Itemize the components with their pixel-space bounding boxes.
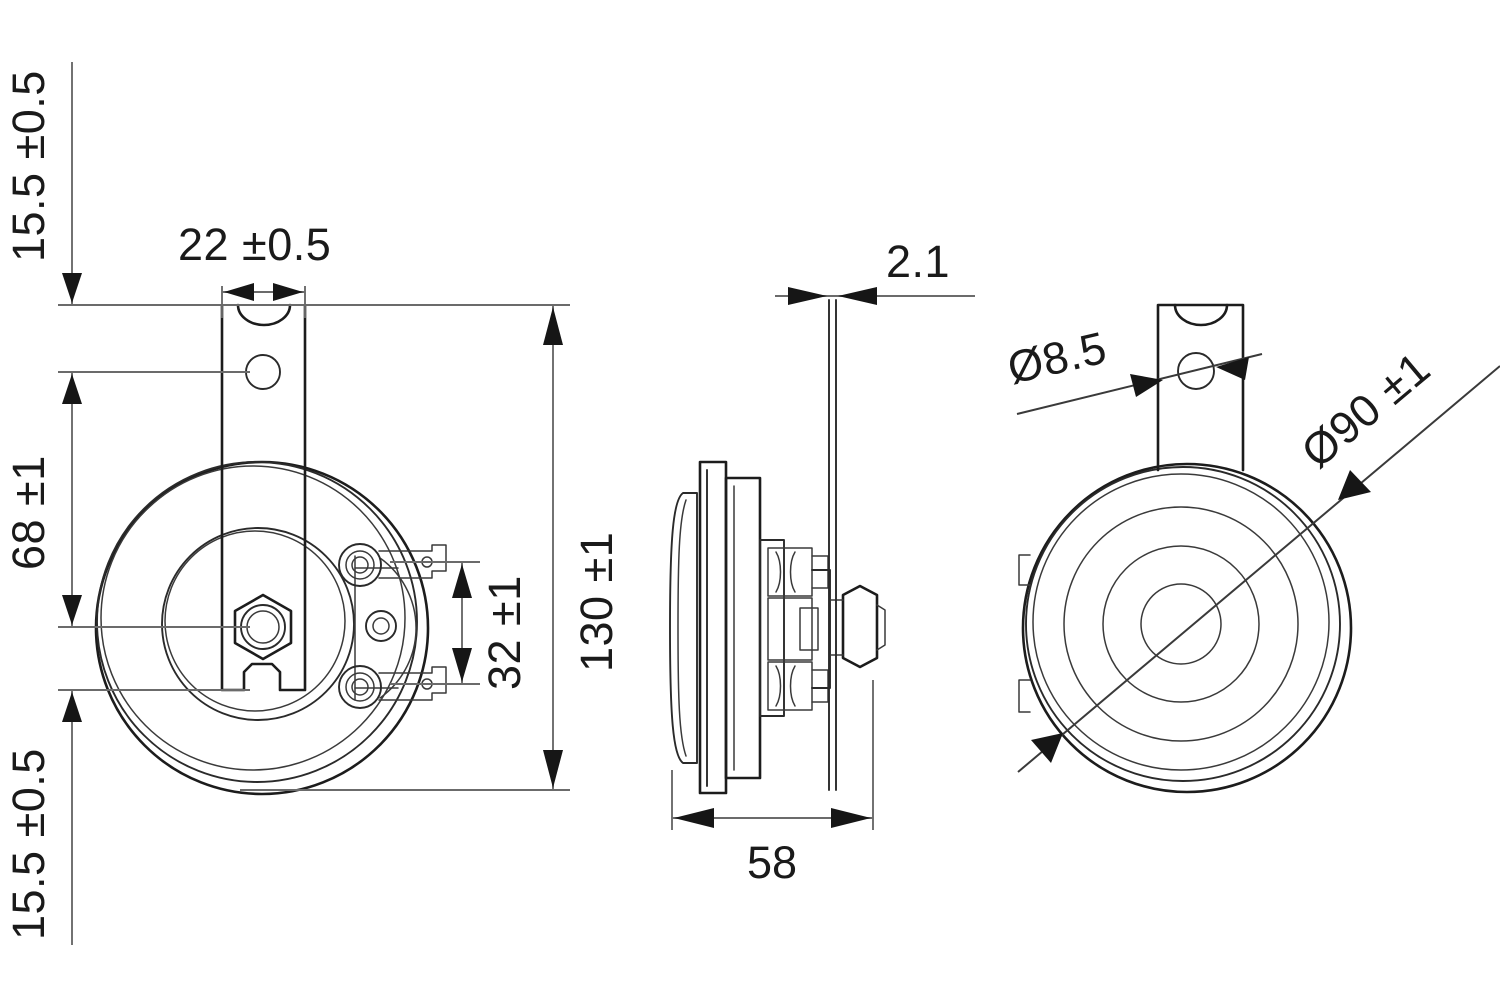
side-hex-nut: [841, 584, 879, 669]
horn-mid-disc-inner: [164, 530, 346, 712]
rear-disc-2: [1102, 545, 1260, 703]
side-view: 2.1 58: [669, 236, 975, 888]
rear-view: Ø8.5 Ø90 ±1: [1003, 303, 1500, 794]
arrowhead-130-top: [543, 307, 563, 345]
dim-text-bracket-thickness: 2.1: [886, 236, 950, 287]
dim-mounting-hole-dia: [1016, 353, 1263, 415]
terminal-post-center-outer: [365, 610, 397, 642]
rear-mounting-bracket-strap: [1156, 303, 1245, 472]
front-view-extension-lines: [58, 304, 570, 791]
horn-rim-face: [100, 465, 406, 771]
arrowhead-22-right: [273, 283, 303, 301]
arrowhead-8-5-right: [1216, 357, 1249, 380]
arrowhead-22-left: [224, 283, 254, 301]
terminal-post-lower-outer: [338, 665, 382, 709]
rear-disc-1: [1140, 583, 1222, 665]
concentric-discs: [1021, 462, 1353, 794]
front-view: 15.5 ±0.5 22 ±0.5 68 ±1 15.5 ±0.5 130 ±1…: [3, 62, 622, 945]
terminal-post-upper-outer: [338, 543, 382, 587]
bracket-mounting-hole: [245, 354, 281, 390]
horn-shell-body: [759, 539, 785, 717]
rear-bracket-outline: [1156, 303, 1245, 472]
rear-outer-rim: [1021, 462, 1353, 794]
arrowhead-58-left: [674, 808, 714, 828]
dim-bracket-width: [221, 283, 306, 318]
terminal-backplate: [354, 555, 417, 701]
bracket-plate-on-edge: [828, 299, 837, 791]
terminal-post-upper-mid: [345, 550, 375, 580]
horn-outer-rim-inner: [96, 461, 418, 783]
terminal-post-lower-inner: [351, 678, 369, 696]
diaphragm-plate-1: [698, 460, 728, 795]
terminal-block-lower-detail2: [789, 665, 796, 707]
arrowhead-90-upper: [1338, 470, 1371, 500]
terminal-post-center-inner: [372, 617, 390, 635]
dim-bracket-thickness: [775, 287, 975, 305]
rear-side-tab-upper: [1018, 554, 1031, 586]
dim-text-overall-depth: 58: [747, 837, 797, 888]
dim-overall-height: [543, 305, 563, 790]
hex-nut-outline: [233, 593, 293, 661]
arrowhead-58-right: [831, 808, 871, 828]
dim-text-overall-height: 130 ±1: [571, 532, 622, 672]
rear-side-tab-lower: [1018, 679, 1031, 713]
dim-terminal-spacing: [452, 562, 472, 684]
dim-text-bracket-top-offset: 15.5 ±0.5: [3, 70, 54, 262]
side-hex-nut-shaft: [876, 604, 886, 651]
center-boss-step: [799, 607, 819, 651]
terminal-post-lower-mid: [345, 672, 375, 702]
bracket-top-notch: [236, 303, 292, 327]
dim-text-hole-to-center: 68 ±1: [3, 455, 54, 570]
terminal-block-upper-detail2: [789, 551, 796, 593]
diaphragm-cover-crescent: [669, 492, 698, 764]
terminal-block-lower: [767, 661, 813, 711]
arrowhead-68-top: [62, 374, 82, 404]
diaphragm-plate-2: [724, 476, 762, 780]
arrowhead-8-5-left: [1130, 374, 1163, 397]
rear-rim-face: [1032, 473, 1330, 771]
dim-text-bracket-bottom-offset: 15.5 ±0.5: [3, 748, 54, 940]
shell-step-right: [811, 569, 831, 689]
terminal-tab-side-lower: [811, 669, 829, 703]
center-boss-plate: [767, 597, 813, 661]
arrowhead-2-1-left: [788, 287, 827, 305]
dim-text-terminal-spacing: 32 ±1: [479, 575, 530, 690]
hex-nut-bore-inner: [246, 610, 280, 644]
dim-text-mounting-hole-dia: Ø8.5: [1003, 322, 1111, 394]
horn-mid-disc-outer: [161, 527, 355, 721]
rear-bracket-top-notch: [1173, 303, 1229, 327]
arrowhead-15-5-top: [62, 273, 82, 303]
terminal-block-upper: [767, 547, 813, 597]
horn-outer-rim-outer: [94, 460, 430, 796]
terminal-block-lower-detail: [775, 665, 782, 707]
dim-overall-depth: [671, 680, 874, 830]
terminal-tab-upper: [378, 544, 447, 579]
horn-body-discs: [94, 460, 430, 796]
dim-body-dia: [1017, 365, 1500, 773]
rear-outer-rim-inner: [1025, 466, 1341, 782]
dim-text-bracket-width: 22 ±0.5: [178, 219, 331, 270]
terminal-tab-lower: [378, 666, 447, 701]
terminal-block-upper-detail: [775, 551, 782, 593]
terminal-post-upper-inner: [351, 556, 369, 574]
terminal-posts: [338, 543, 447, 709]
rear-disc-3: [1063, 506, 1299, 742]
leader-line-90: [1017, 365, 1500, 773]
arrowhead-130-bottom: [543, 750, 563, 788]
terminal-backplate-ribs: [354, 567, 399, 689]
arrowhead-2-1-right: [838, 287, 877, 305]
rear-bracket-mounting-hole: [1177, 352, 1215, 390]
arrowhead-32-top: [452, 564, 472, 598]
terminal-tab-side-upper: [811, 555, 829, 589]
arrowhead-90-lower: [1031, 733, 1063, 763]
arrowhead-15-5-bottom: [62, 692, 82, 722]
arrowhead-32-bottom: [452, 648, 472, 682]
arrowhead-68-bottom: [62, 595, 82, 625]
diaphragm-cover-fold: [677, 499, 687, 757]
dim-chain-left: [62, 62, 82, 945]
dim-text-body-dia: Ø90 ±1: [1292, 342, 1440, 478]
